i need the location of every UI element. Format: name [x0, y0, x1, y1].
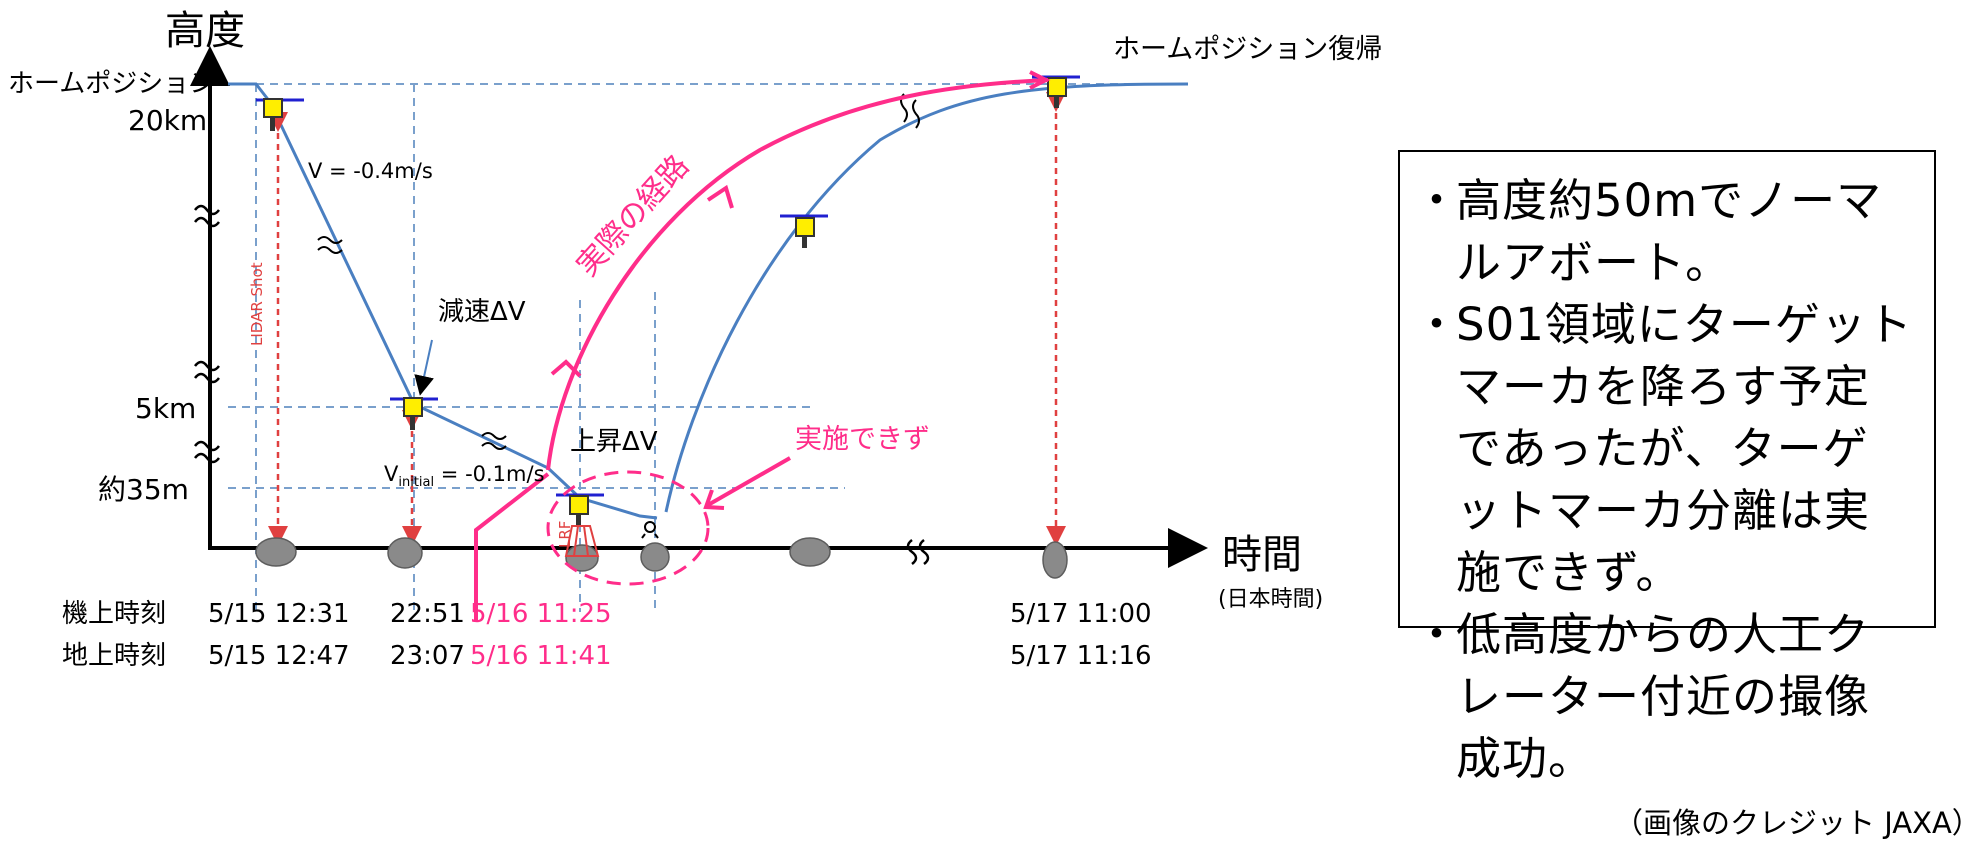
asteroid-images [255, 537, 1068, 579]
x-axis-subtitle: (日本時間) [1218, 587, 1323, 612]
descent-velocity-label: V = -0.4m/s [308, 159, 433, 183]
onboard-time-label: 機上時刻 [62, 599, 166, 629]
onboard-time-3: 5/16 11:25 [470, 599, 612, 629]
y-label-5km: 5km [135, 392, 196, 425]
y-break-3 [194, 440, 220, 464]
info-box: 高度約50mでノーマルアボート。 S01領域にターゲットマーカを降ろす予定であっ… [1398, 150, 1936, 785]
timeline: 機上時刻 地上時刻 5/15 12:31 22:51 5/16 11:25 5/… [62, 599, 1152, 671]
decel-arrow [414, 339, 434, 396]
image-credit: （画像のクレジット JAXA） [1614, 806, 1981, 840]
asteroid-4 [640, 542, 670, 572]
ground-time-label: 地上時刻 [62, 641, 166, 671]
info-item-target-marker: S01領域にターゲットマーカを降ろす予定であったが、ターゲットマーカ分離は実施で… [1414, 294, 1914, 604]
planned-path [228, 82, 1189, 520]
ascent-label: 上昇ΔV [570, 427, 658, 457]
info-list: 高度約50mでノーマルアボート。 S01領域にターゲットマーカを降ろす予定であっ… [1400, 152, 1934, 790]
ground-time-3: 5/16 11:41 [470, 641, 612, 671]
y-axis-title: 高度 [165, 8, 245, 54]
decel-label: 減速ΔV [438, 297, 526, 327]
not-executed-circle [546, 470, 710, 586]
ground-time-2: 23:07 [390, 641, 465, 671]
x-break [906, 539, 930, 565]
y-break-1 [194, 204, 220, 228]
spacecraft-icon [556, 493, 604, 557]
path-break-marks [317, 93, 920, 450]
onboard-time-4: 5/17 11:00 [1010, 599, 1152, 629]
lrf-label: LRF [556, 521, 574, 548]
asteroid-5 [789, 537, 831, 567]
onboard-time-1: 5/15 12:31 [208, 599, 350, 629]
asteroid-1 [255, 537, 297, 567]
lidar-shot-label: LIDAR Shot [248, 262, 266, 346]
y-label-35m: 約35m [98, 473, 189, 506]
axis-break-marks [194, 204, 930, 565]
y-break-2 [194, 360, 220, 384]
lidar-shots [268, 92, 1066, 546]
info-item-abort: 高度約50mでノーマルアボート。 [1414, 170, 1914, 294]
spacecraft-icon [390, 397, 438, 430]
home-return-label: ホームポジション復帰 [1113, 34, 1382, 65]
actual-path [474, 70, 1051, 622]
asteroid-2 [387, 537, 423, 569]
spacecraft-markers [256, 75, 1080, 557]
not-executed-arrow [707, 456, 791, 507]
ground-time-4: 5/17 11:16 [1010, 641, 1152, 671]
y-label-home: ホームポジション [8, 69, 215, 99]
y-label-20km: 20km [128, 104, 207, 137]
spacecraft-icon [780, 214, 828, 248]
target-marker-icon [641, 521, 659, 539]
x-axis-title: 時間 [1222, 532, 1302, 578]
onboard-time-2: 22:51 [390, 599, 465, 629]
spacecraft-icon [256, 98, 304, 131]
asteroid-6 [1042, 541, 1068, 579]
not-executed-label: 実施できず [795, 424, 930, 455]
actual-path-pointer [474, 472, 550, 622]
info-item-imaging: 低高度からの人工クレーター付近の撮像成功。 [1414, 604, 1914, 790]
v-initial-label: Vinitial = -0.1m/s [384, 462, 545, 490]
ground-time-1: 5/15 12:47 [208, 641, 350, 671]
